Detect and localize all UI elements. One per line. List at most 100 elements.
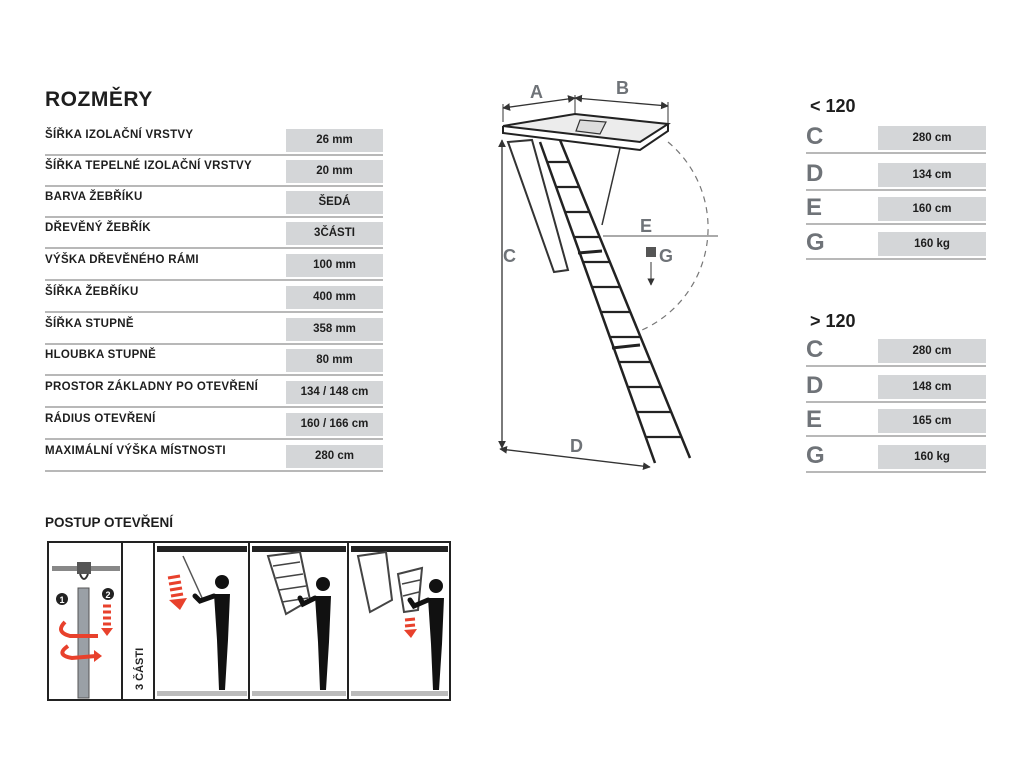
spec-label: ŠÍŘKA ŽEBŘÍKU xyxy=(45,286,139,298)
dim-value: 160 cm xyxy=(878,197,986,221)
spec-row: ŠÍŘKA TEPELNÉ IZOLAČNÍ VRSTVY 20 mm xyxy=(45,156,383,188)
spec-label: ŠÍŘKA STUPNĚ xyxy=(45,318,134,330)
dim-value: 280 cm xyxy=(878,339,986,363)
opening-steps-illustration: 1 2 3 ČÁSTI xyxy=(47,541,451,701)
dim-letter: G xyxy=(806,442,825,469)
spec-label: ŠÍŘKA IZOLAČNÍ VRSTVY xyxy=(45,129,194,141)
parts-label: 3 ČÁSTI xyxy=(133,648,146,690)
ladder-joint xyxy=(577,249,603,255)
ladder-joint xyxy=(611,343,641,350)
dim-letter: D xyxy=(806,160,824,187)
spec-value: 358 mm xyxy=(286,318,383,341)
weight-icon xyxy=(646,247,656,257)
row-divider xyxy=(45,247,383,249)
row-divider xyxy=(806,189,986,191)
label-g: G xyxy=(659,246,673,266)
dim-row: D 148 cm xyxy=(806,372,986,403)
row-divider xyxy=(806,401,986,403)
dim-value: 134 cm xyxy=(878,163,986,187)
spec-label: MAXIMÁLNÍ VÝŠKA MÍSTNOSTI xyxy=(45,445,226,457)
spec-label: DŘEVĚNÝ ŽEBŘÍK xyxy=(45,222,151,234)
ladder-rungs xyxy=(547,160,681,439)
ladder-diagram: A B E G C D xyxy=(498,78,718,471)
label-e: E xyxy=(640,216,652,236)
dim-letter: D xyxy=(806,372,824,399)
ladder-rail-left xyxy=(538,141,657,464)
step-2-number: 2 xyxy=(105,590,110,600)
row-divider xyxy=(806,471,986,473)
spec-label: VÝŠKA DŘEVĚNÉHO RÁMI xyxy=(45,254,199,266)
dim-letter: E xyxy=(806,406,823,433)
opening-radius-arc xyxy=(641,141,709,331)
spec-value: 20 mm xyxy=(286,160,383,183)
dim-row: D 134 cm xyxy=(806,160,986,191)
dim-value: 160 kg xyxy=(878,445,986,469)
spec-row: VÝŠKA DŘEVĚNÉHO RÁMI 100 mm xyxy=(45,250,383,282)
dim-row: G 160 kg xyxy=(806,229,986,260)
spec-value: 400 mm xyxy=(286,286,383,309)
spec-row: MAXIMÁLNÍ VÝŠKA MÍSTNOSTI 280 cm xyxy=(45,441,383,473)
dim-row: C 280 cm xyxy=(806,123,986,154)
dim-value: 165 cm xyxy=(878,409,986,433)
dim-row: G 160 kg xyxy=(806,442,986,473)
row-divider xyxy=(806,365,986,367)
spec-label: ŠÍŘKA TEPELNÉ IZOLAČNÍ VRSTVY xyxy=(45,160,252,172)
spec-label: PROSTOR ZÁKLADNY PO OTEVŘENÍ xyxy=(45,381,259,393)
row-divider xyxy=(45,216,383,218)
dim-letter: C xyxy=(806,123,824,150)
row-divider xyxy=(45,343,383,345)
row-divider xyxy=(45,154,383,156)
hatch-frame-edge xyxy=(502,124,669,152)
dim-value: 160 kg xyxy=(878,232,986,256)
label-d: D xyxy=(570,436,583,456)
spec-value: 100 mm xyxy=(286,254,383,277)
spec-row: BARVA ŽEBŘÍKU ŠEDÁ xyxy=(45,187,383,219)
spec-value: 80 mm xyxy=(286,349,383,372)
opening-title: POSTUP OTEVŘENÍ xyxy=(45,515,174,530)
dim-row: C 280 cm xyxy=(806,336,986,367)
row-divider xyxy=(45,311,383,313)
label-a: A xyxy=(530,82,543,102)
group-title-under-120: < 120 xyxy=(810,96,856,116)
dimensions-title: ROZMĚRY xyxy=(45,88,153,111)
hatch-opening xyxy=(575,119,607,135)
row-divider xyxy=(45,185,383,187)
spec-row: ŠÍŘKA ŽEBŘÍKU 400 mm xyxy=(45,282,383,314)
dim-letter: G xyxy=(806,229,825,256)
row-divider xyxy=(806,258,986,260)
row-divider xyxy=(45,374,383,376)
spec-row: DŘEVĚNÝ ŽEBŘÍK 3ČÁSTI xyxy=(45,218,383,250)
spec-value: 26 mm xyxy=(286,129,383,152)
row-divider xyxy=(806,435,986,437)
row-divider xyxy=(45,406,383,408)
panel-unfold-ladder xyxy=(252,546,346,696)
panel-pull-hatch xyxy=(157,546,247,696)
spec-value: 160 / 166 cm xyxy=(286,413,383,436)
support-arm xyxy=(601,147,621,226)
dim-row: E 165 cm xyxy=(806,406,986,437)
spec-value: 134 / 148 cm xyxy=(286,381,383,404)
spec-label: HLOUBKA STUPNĚ xyxy=(45,349,157,361)
ladder-rail-right xyxy=(558,139,692,459)
row-divider xyxy=(806,223,986,225)
spec-value: 280 cm xyxy=(286,445,383,468)
dimension-line-a xyxy=(502,95,576,111)
dim-row: E 160 cm xyxy=(806,194,986,225)
label-b: B xyxy=(616,78,629,98)
panel-extend-ladder xyxy=(351,546,448,696)
panel-hook-pole: 1 2 xyxy=(52,562,120,699)
row-divider xyxy=(45,279,383,281)
dimension-line-b xyxy=(574,94,669,110)
spec-row: PROSTOR ZÁKLADNY PO OTEVŘENÍ 134 / 148 c… xyxy=(45,377,383,409)
label-c: C xyxy=(503,246,516,266)
dim-value: 148 cm xyxy=(878,375,986,399)
group-title-over-120: > 120 xyxy=(810,311,856,331)
dim-letter: C xyxy=(806,336,824,363)
spec-row: ŠÍŘKA IZOLAČNÍ VRSTVY 26 mm xyxy=(45,125,383,157)
spec-row: RÁDIUS OTEVŘENÍ 160 / 166 cm xyxy=(45,409,383,441)
dimension-line-d xyxy=(499,445,651,471)
row-divider xyxy=(45,470,383,472)
spec-row: HLOUBKA STUPNĚ 80 mm xyxy=(45,345,383,377)
dim-value: 280 cm xyxy=(878,126,986,150)
row-divider xyxy=(45,438,383,440)
